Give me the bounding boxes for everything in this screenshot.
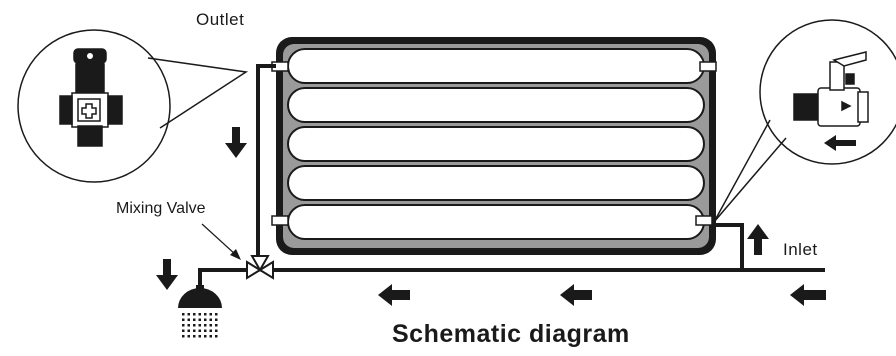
flow-arrow-down-outlet xyxy=(225,127,247,158)
spray-dot xyxy=(215,329,218,332)
spray-dot xyxy=(209,324,212,327)
inlet-label: Inlet xyxy=(783,240,818,259)
spray-dot xyxy=(193,313,196,316)
mixing-valve-leader xyxy=(201,223,241,260)
outlet-label: Outlet xyxy=(196,10,245,29)
spray-dot xyxy=(204,329,207,332)
spray-dot xyxy=(198,313,201,316)
spray-dot xyxy=(187,318,190,321)
flow-arrow-down-shower xyxy=(156,259,178,290)
flow-arrow-left-2 xyxy=(560,284,592,306)
spray-dot xyxy=(193,335,196,338)
spray-dot xyxy=(187,324,190,327)
collector-tube xyxy=(287,165,705,201)
spray-dot xyxy=(198,324,201,327)
flow-arrow-left-3 xyxy=(790,284,826,306)
spray-dot xyxy=(215,324,218,327)
spray-dot xyxy=(204,318,207,321)
spray-dot xyxy=(215,318,218,321)
spray-dot xyxy=(204,324,207,327)
spray-dot xyxy=(187,335,190,338)
spray-dot xyxy=(215,335,218,338)
tube-port xyxy=(271,215,289,226)
spray-dot xyxy=(204,313,207,316)
mixing-valve-label: Mixing Valve xyxy=(116,200,206,217)
spray-dot xyxy=(187,329,190,332)
spray-dot xyxy=(182,318,185,321)
collector-tube xyxy=(287,48,705,84)
spray-dot xyxy=(209,335,212,338)
spray-dot xyxy=(198,329,201,332)
collector-tube xyxy=(287,126,705,162)
spray-dot xyxy=(215,313,218,316)
tube-port xyxy=(695,215,713,226)
flow-arrow-up-inlet xyxy=(747,224,769,255)
spray-dot xyxy=(193,329,196,332)
spray-dot xyxy=(182,324,185,327)
spray-dot xyxy=(182,335,185,338)
tube-port xyxy=(699,61,717,72)
spray-dot xyxy=(187,313,190,316)
outlet-fitting-callout xyxy=(17,29,249,183)
inlet-flow-arrow-icon xyxy=(824,135,856,151)
diagram-title: Schematic diagram xyxy=(392,320,630,348)
check-valve-icon xyxy=(793,51,869,127)
piping xyxy=(198,64,825,287)
inlet-fitting-callout xyxy=(713,19,896,223)
collector-tubes xyxy=(271,48,717,240)
spray-dot xyxy=(198,335,201,338)
spray-dot xyxy=(182,329,185,332)
spray-dot xyxy=(209,329,212,332)
shower-head-icon xyxy=(178,285,222,338)
spray-dot xyxy=(182,313,185,316)
spray-dot xyxy=(193,324,196,327)
spray-dot xyxy=(204,335,207,338)
outlet-valve-icon xyxy=(59,48,123,147)
spray-dot xyxy=(193,318,196,321)
spray-dot xyxy=(209,313,212,316)
spray-dot xyxy=(209,318,212,321)
collector-tube xyxy=(287,204,705,240)
spray-dot xyxy=(198,318,201,321)
mixing-valve-icon xyxy=(246,255,274,280)
flow-arrow-left-1 xyxy=(378,284,410,306)
collector-tube xyxy=(287,87,705,123)
